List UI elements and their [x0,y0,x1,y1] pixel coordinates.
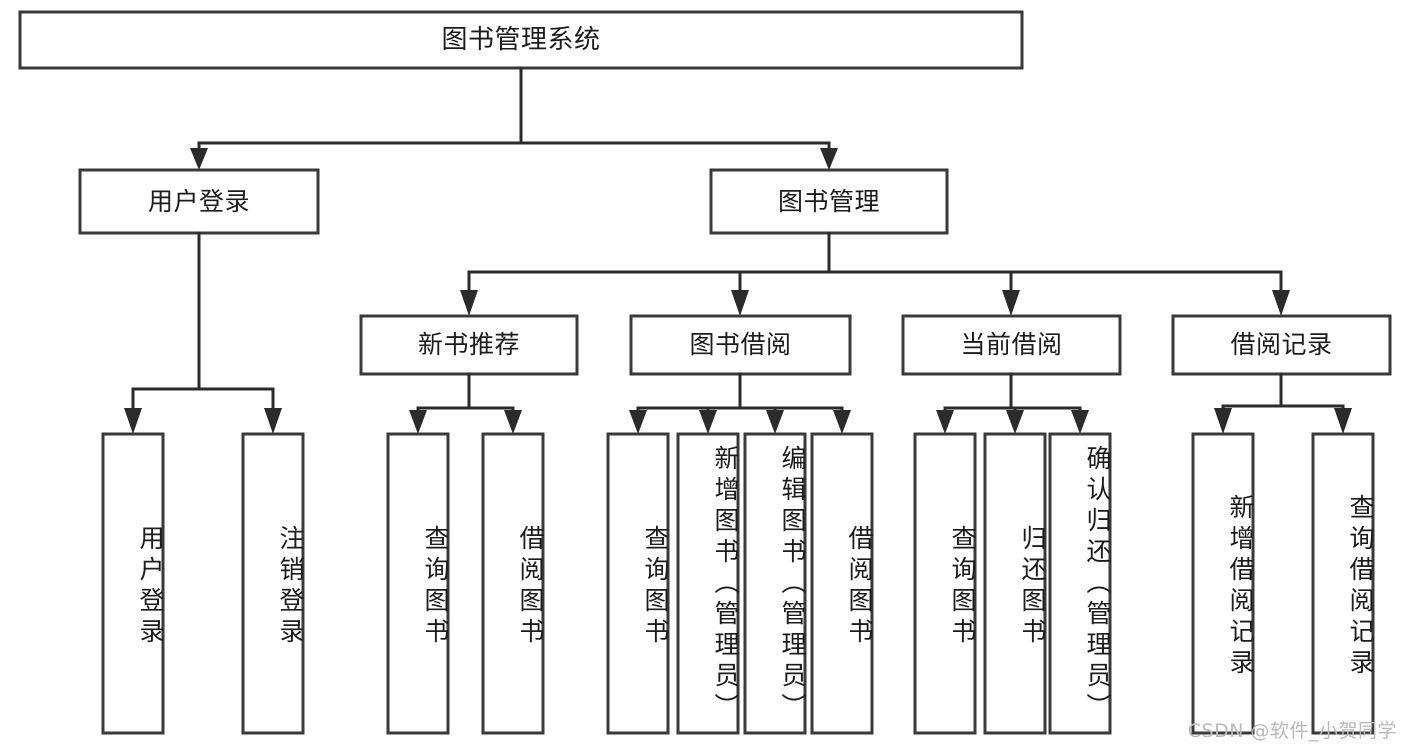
connector-book-borrow-to-leaves [629,372,851,434]
node-leaf-user-login-box[interactable] [101,432,165,735]
arrow-head-leaf-query-book-current [936,410,954,434]
node-leaf-query-book-borrow-box[interactable] [606,432,670,735]
connector-root-to-level2 [190,66,838,170]
node-leaf-return-book-box[interactable] [983,432,1047,735]
node-leaf-add-book-box[interactable] [676,432,740,735]
node-leaf-query-book-recommend-box[interactable] [386,432,450,735]
node-leaf-borrow-book-recommend-box[interactable] [481,432,545,735]
arrow-head-borrow-record [1272,290,1290,316]
node-book-borrow-box[interactable] [629,314,852,376]
arrow-head-leaf-query-book-borrow [629,410,647,434]
arrow-head-leaf-confirm-return [1071,410,1089,434]
arrow-head-leaf-borrow-book [833,410,851,434]
arrow-head-current-borrow [1002,290,1020,316]
connector-new-book-recommend-to-leaves [409,372,522,434]
watermark-text: CSDN @软件_小贺同学 [1187,720,1397,742]
node-leaf-edit-book-box[interactable] [743,432,807,735]
arrow-head-book-management [820,148,838,170]
node-leaf-logout-box[interactable] [241,432,305,735]
arrow-head-leaf-return-book [1006,410,1024,434]
node-leaf-borrow-book-box[interactable] [810,432,874,735]
connector-book-management-to-level3 [460,231,1290,316]
connector-borrow-record-to-leaves [1214,372,1352,434]
node-borrow-record-box[interactable] [1171,314,1392,376]
arrow-head-book-borrow [731,290,749,316]
arrow-head-leaf-logout [264,408,282,434]
arrow-head-leaf-edit-book [766,410,784,434]
connector-user-login-to-leaves [124,231,282,434]
arrow-head-leaf-user-login [124,408,142,434]
arrow-head-new-book-recommend [460,290,478,316]
arrow-head-leaf-query-borrow-record [1334,408,1352,434]
arrow-head-leaf-add-borrow-record [1214,408,1232,434]
node-leaf-query-book-current-box[interactable] [913,432,977,735]
arrow-head-leaf-borrow-book-recommend [504,410,522,434]
node-user-login-box[interactable] [78,168,320,235]
node-leaf-confirm-return-box[interactable] [1048,432,1112,735]
node-current-borrow-box[interactable] [901,314,1122,376]
node-root-box[interactable] [18,10,1024,70]
node-book-management-box[interactable] [709,168,949,235]
arrow-head-leaf-add-book [699,410,717,434]
arrow-head-user-login [190,148,208,170]
node-leaf-query-borrow-record-box[interactable] [1311,432,1375,735]
node-new-book-recommend-box[interactable] [359,314,579,376]
arrow-head-leaf-query-book-recommend [409,410,427,434]
connector-current-borrow-to-leaves [936,372,1089,434]
node-leaf-add-borrow-record-box[interactable] [1191,432,1255,735]
